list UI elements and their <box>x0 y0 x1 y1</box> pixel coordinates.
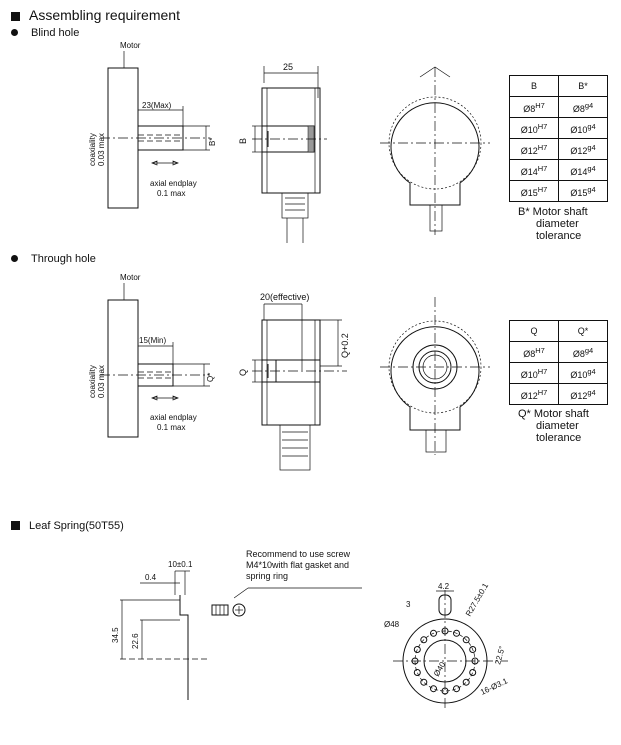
min-length-label: 15(Min) <box>139 336 166 345</box>
leader-line <box>234 587 362 599</box>
blind-motor-shaft-drawing: Motor 23(Max) B* coaxiality 0.03 max axi… <box>88 41 217 209</box>
b-dim-label: B <box>238 138 248 144</box>
table-row: Ø14H7 Ø14g4 <box>509 159 608 181</box>
circle-bullet-icon <box>11 29 18 36</box>
axial-endplay-value: 0.1 max <box>157 189 185 198</box>
table-cell: Ø8H7 <box>509 341 559 363</box>
coaxiality-label: coaxiality <box>88 365 97 398</box>
through-hole-heading: Through hole <box>11 253 96 265</box>
axial-endplay-value: 0.1 max <box>157 423 185 432</box>
b-star-label: B* <box>208 138 217 146</box>
through-table-note: Q* Motor shaft diameter tolerance <box>518 408 589 444</box>
table-cell: Ø15g4 <box>558 180 608 202</box>
through-motor-shaft-drawing: Motor 15(Min) Q* coaxiality 0.03 max axi… <box>88 273 215 438</box>
table-header-row: B B* <box>509 75 608 97</box>
blind-hole-tolerance-table: B B* Ø8H7 Ø8g4 Ø10H7 Ø10g4 Ø12H7 Ø12g4 Ø… <box>509 75 608 202</box>
circle-bullet-icon <box>11 255 18 262</box>
table-row: Ø12H7 Ø12g4 <box>509 383 608 405</box>
max-length-label: 23(Max) <box>142 101 172 110</box>
blind-encoder-side-view: 25 B <box>238 62 327 243</box>
table-cell: Ø10H7 <box>509 362 559 384</box>
depth-25-label: 25 <box>283 62 293 72</box>
q-star-label: Q* <box>206 373 215 382</box>
axial-endplay-label: axial endplay <box>150 413 197 422</box>
dim-42-label: 4.2 <box>438 582 450 591</box>
through-encoder-front-view <box>380 297 490 455</box>
square-bullet-icon <box>11 521 20 530</box>
coaxiality-value: 0.03 max <box>97 365 106 398</box>
table-cell: Ø12g4 <box>558 383 608 405</box>
table-header: B* <box>558 75 608 97</box>
q-dim-label: Q <box>238 369 248 376</box>
table-cell: Ø8g4 <box>558 96 608 118</box>
effective-length-label: 20(effective) <box>260 292 309 302</box>
dim-10-label: 10±0.1 <box>168 560 193 569</box>
main-title: Assembling requirement <box>11 7 180 23</box>
dim-345-label: 34.5 <box>111 627 120 643</box>
screw-recommendation-note: Recommend to use screw M4*10with flat ga… <box>246 549 351 581</box>
holes-label: 16-Ø3.1 <box>479 676 510 697</box>
table-cell: Ø8H7 <box>509 96 559 118</box>
leaf-spring-heading: Leaf Spring(50T55) <box>11 520 124 532</box>
screw-icon <box>211 603 246 617</box>
table-row: Ø8H7 Ø8g4 <box>509 341 608 363</box>
table-header: Q* <box>558 320 608 342</box>
motor-label: Motor <box>120 41 141 50</box>
table-header-row: Q Q* <box>509 320 608 342</box>
table-cell: Ø10H7 <box>509 117 559 139</box>
table-cell: Ø14g4 <box>558 159 608 181</box>
table-cell: Ø10g4 <box>558 117 608 139</box>
table-row: Ø10H7 Ø10g4 <box>509 117 608 139</box>
table-header: Q <box>509 320 559 342</box>
through-encoder-side-view: 20(effective) Q Q+0.2 <box>238 292 350 471</box>
blind-table-note: B* Motor shaft diameter tolerance <box>518 206 588 242</box>
dim-3-label: 3 <box>406 600 411 609</box>
dim-04-label: 0.4 <box>145 573 157 582</box>
q-plus-label: Q+0.2 <box>340 333 350 358</box>
dim-226-label: 22.6 <box>131 633 140 649</box>
coaxiality-value: 0.03 max <box>97 133 106 166</box>
axial-endplay-label: axial endplay <box>150 179 197 188</box>
square-bullet-icon <box>11 12 20 21</box>
angle-label: 22.5° <box>493 645 507 665</box>
leaf-spring-side-view: 10±0.1 0.4 34.5 22.6 <box>111 560 210 700</box>
coaxiality-label: coaxiality <box>88 133 97 166</box>
table-cell: Ø10g4 <box>558 362 608 384</box>
blind-hole-heading: Blind hole <box>11 27 79 39</box>
diameter-48-label: Ø48 <box>384 620 400 629</box>
radius-label: R27.5±0.1 <box>464 581 490 618</box>
table-cell: Ø12H7 <box>509 383 559 405</box>
table-cell: Ø15H7 <box>509 180 559 202</box>
table-row: Ø15H7 Ø15g4 <box>509 180 608 202</box>
through-hole-tolerance-table: Q Q* Ø8H7 Ø8g4 Ø10H7 Ø10g4 Ø12H7 Ø12g4 <box>509 320 608 405</box>
table-row: Ø12H7 Ø12g4 <box>509 138 608 160</box>
table-cell: Ø12H7 <box>509 138 559 160</box>
leaf-spring-front-view: 4.2 3 R27.5±0.1 Ø48 Ø40 22.5° 16-Ø3.1 <box>384 581 510 710</box>
table-header: B <box>509 75 559 97</box>
table-cell: Ø8g4 <box>558 341 608 363</box>
blind-encoder-front-view <box>380 66 490 235</box>
table-cell: Ø14H7 <box>509 159 559 181</box>
table-row: Ø10H7 Ø10g4 <box>509 362 608 384</box>
motor-label: Motor <box>120 273 141 282</box>
table-row: Ø8H7 Ø8g4 <box>509 96 608 118</box>
table-cell: Ø12g4 <box>558 138 608 160</box>
